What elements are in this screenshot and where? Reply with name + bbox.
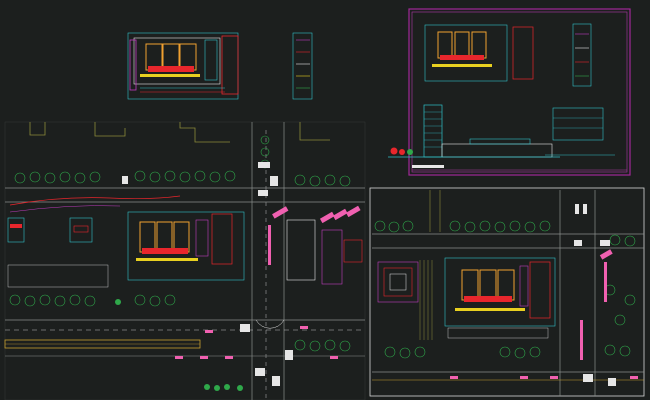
tree-row [374, 220, 636, 359]
site-plan-left[interactable] [4, 121, 366, 400]
crosswalk-marks [574, 204, 616, 386]
vehicle-marks [450, 249, 638, 379]
section-small[interactable] [292, 32, 313, 100]
crosswalk-marks [122, 162, 293, 386]
tree-cluster [115, 299, 243, 391]
floor-plan-small[interactable] [127, 32, 239, 100]
titled-sheet[interactable] [388, 8, 631, 176]
site-plan-right[interactable] [369, 187, 645, 397]
tree-row [9, 135, 351, 352]
vehicle-marks [175, 205, 361, 359]
